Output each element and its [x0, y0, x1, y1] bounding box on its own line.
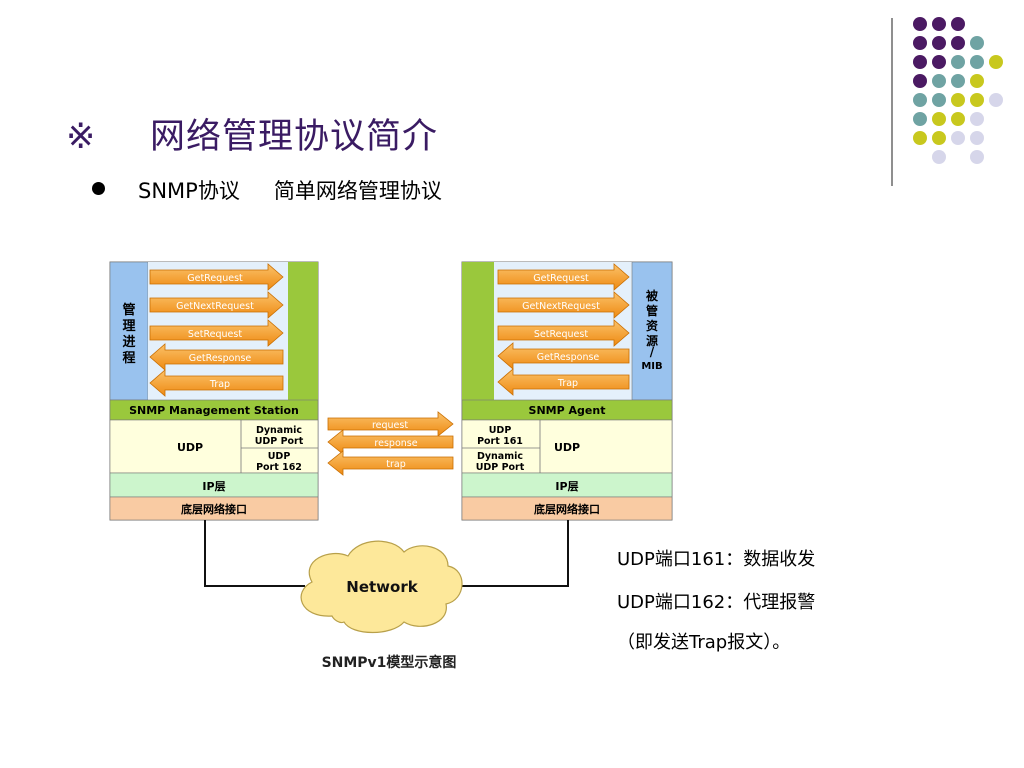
- manager-process-char: 理: [122, 319, 135, 334]
- dot: [951, 131, 965, 145]
- agent-link-layer: 底层网络接口: [534, 502, 600, 516]
- agent-message-arrows: GetRequest GetNextRequest SetRequest Get…: [497, 263, 630, 396]
- dot: [932, 93, 946, 107]
- exchange-arrows: request response trap: [327, 411, 454, 476]
- dot: [913, 131, 927, 145]
- agent-arrow-setrequest: SetRequest: [534, 329, 588, 340]
- exchange-response-label: response: [374, 438, 417, 449]
- manager-station: SNMP Management Station 管 理 进 程 GetReque…: [109, 261, 319, 521]
- bullet-text: SNMP协议 简单网络管理协议: [138, 175, 442, 205]
- dot: [932, 150, 946, 164]
- page-title-text: 网络管理协议简介: [150, 117, 439, 157]
- manager-dynamic-port-line1: Dynamic: [256, 425, 302, 436]
- agent-resource-char: 源: [646, 333, 658, 348]
- agent-resource-char: MIB: [641, 361, 662, 372]
- agent-arrow-trap: Trap: [557, 378, 578, 389]
- manager-station-label: SNMP Management Station: [129, 404, 299, 417]
- manager-ip-layer: IP层: [202, 480, 225, 493]
- dot: [970, 55, 984, 69]
- manager-message-arrows: GetRequest GetNextRequest SetRequest Get…: [149, 263, 284, 397]
- network-links: [204, 520, 569, 587]
- agent-resource-char: 被: [646, 288, 659, 303]
- dot: [913, 74, 927, 88]
- dot: [951, 74, 965, 88]
- dot: [932, 55, 946, 69]
- manager-arrow-setrequest: SetRequest: [188, 329, 242, 340]
- agent-resource-char: /: [650, 345, 655, 359]
- dot: [932, 36, 946, 50]
- dot: [970, 131, 984, 145]
- dot: [970, 93, 984, 107]
- dot: [932, 74, 946, 88]
- manager-process-label: 管 理 进 程: [122, 302, 135, 366]
- dot: [951, 17, 965, 31]
- bullet-icon: [92, 182, 105, 195]
- manager-dynamic-port-line2: UDP Port: [255, 436, 304, 447]
- dot: [913, 55, 927, 69]
- note-trap: （即发送Trap报文）。: [617, 632, 791, 653]
- agent-arrow-getrequest: GetRequest: [533, 273, 589, 284]
- dot: [989, 55, 1003, 69]
- agent-resource-label: 被 管 资 源 / MIB: [641, 288, 662, 372]
- agent-dynamic-port-line2: UDP Port: [476, 462, 525, 473]
- reference-mark-icon: ※: [66, 117, 97, 157]
- agent-ip-layer: IP层: [555, 480, 578, 493]
- dot: [913, 112, 927, 126]
- dot: [951, 93, 965, 107]
- dot: [951, 112, 965, 126]
- dot: [913, 17, 927, 31]
- agent-resource-char: 管: [646, 303, 658, 318]
- agent-arrow-getnextrequest: GetNextRequest: [522, 301, 600, 312]
- note-port-161: UDP端口161：数据收发: [617, 549, 816, 570]
- agent-station: SNMP Agent 被 管 资 源 / MIB GetRequest GetN…: [461, 261, 673, 521]
- manager-arrow-getrequest: GetRequest: [187, 273, 243, 284]
- dot: [951, 55, 965, 69]
- agent-udp-label: UDP: [554, 441, 580, 454]
- manager-process-char: 程: [122, 351, 135, 366]
- manager-port162-line2: Port 162: [256, 462, 302, 473]
- agent-port161-line2: Port 161: [477, 436, 523, 447]
- dot: [970, 36, 984, 50]
- dot: [970, 150, 984, 164]
- agent-resource-char: 资: [646, 318, 658, 333]
- page-title: ※ 网络管理协议简介: [66, 108, 438, 159]
- diagram-caption: SNMPv1模型示意图: [322, 654, 457, 671]
- dot: [932, 131, 946, 145]
- manager-udp-label: UDP: [177, 441, 203, 454]
- manager-process-char: 进: [122, 335, 135, 350]
- network-label: Network: [346, 578, 418, 596]
- manager-arrow-getresponse: GetResponse: [189, 353, 252, 364]
- agent-dynamic-port-line1: Dynamic: [477, 451, 523, 462]
- dot: [913, 93, 927, 107]
- manager-arrow-trap: Trap: [209, 379, 230, 390]
- dot: [989, 93, 1003, 107]
- exchange-trap-label: trap: [386, 459, 405, 470]
- manager-process-char: 管: [122, 302, 135, 318]
- manager-port162-line1: UDP: [268, 451, 291, 462]
- network-cloud: Network: [300, 540, 463, 633]
- agent-station-label: SNMP Agent: [529, 404, 606, 417]
- dot: [932, 112, 946, 126]
- agent-port161-line1: UDP: [489, 425, 512, 436]
- agent-arrow-getresponse: GetResponse: [537, 352, 600, 363]
- dot: [970, 74, 984, 88]
- manager-arrow-getnextrequest: GetNextRequest: [176, 301, 254, 312]
- bullet-term: SNMP协议: [138, 179, 240, 203]
- divider-line: [891, 18, 893, 186]
- bullet-desc: 简单网络管理协议: [273, 179, 442, 203]
- dot: [951, 36, 965, 50]
- manager-link-layer: 底层网络接口: [181, 502, 247, 516]
- dot: [970, 112, 984, 126]
- note-port-162: UDP端口162：代理报警: [617, 592, 816, 613]
- dot: [932, 17, 946, 31]
- dot: [913, 36, 927, 50]
- exchange-request-label: request: [372, 420, 408, 431]
